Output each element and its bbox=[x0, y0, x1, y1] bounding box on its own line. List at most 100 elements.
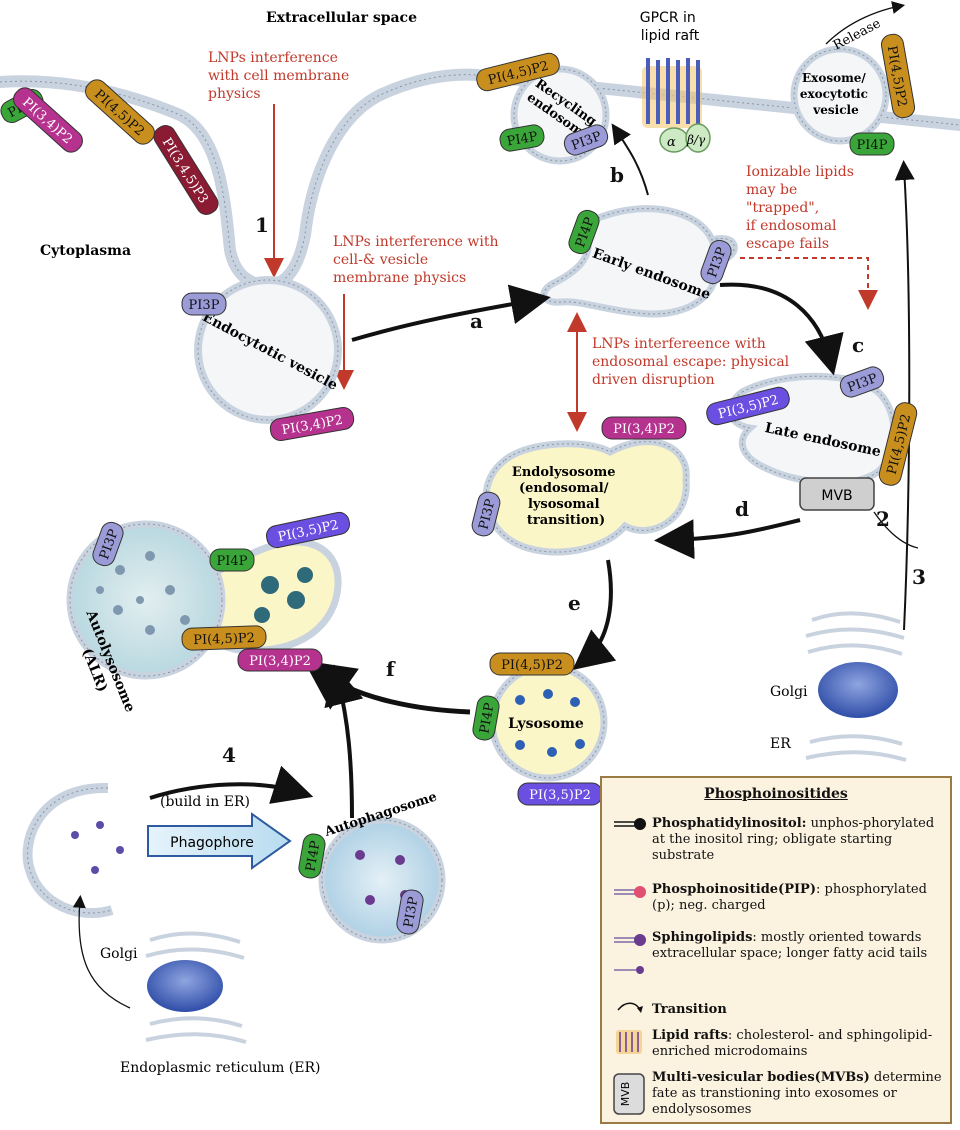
golgi-left-label: Golgi bbox=[100, 946, 138, 962]
pi34p2-tag-endolysosome: PI(3,4)P2 bbox=[601, 416, 687, 440]
svg-text:Ionizable lipids: Ionizable lipids bbox=[746, 164, 854, 180]
pi4p-tag-autophagosome-label: PI4P bbox=[303, 839, 323, 872]
svg-text:LNPs interference: LNPs interference bbox=[208, 50, 338, 66]
arrow-e bbox=[572, 559, 617, 671]
step-d: d bbox=[735, 497, 749, 521]
pi45p2-tag-autolysosome: PI(4,5)P2 bbox=[181, 625, 267, 651]
arrow-ionizable-trapped bbox=[740, 257, 878, 310]
pi3p-tag-endocytotic: PI3P bbox=[181, 292, 227, 316]
step-2: 2 bbox=[876, 507, 890, 531]
pi4p-tag-exosome: PI4P bbox=[849, 132, 895, 156]
release-arrow bbox=[825, 1, 906, 45]
legend-entry-transition: Transition bbox=[652, 1002, 727, 1017]
svg-text:endosomal escape: physical: endosomal escape: physical bbox=[592, 354, 790, 370]
svg-text:escape fails: escape fails bbox=[746, 236, 829, 252]
arrow-2-loop bbox=[873, 511, 919, 549]
pi4p-tag-autophagosome: PI4P bbox=[298, 833, 326, 879]
svg-text:physics: physics bbox=[208, 86, 261, 102]
gpcr-receptor: GPCR in lipid raft α β/γ bbox=[640, 10, 711, 153]
mvb-label: MVB bbox=[821, 488, 852, 504]
pi4p-tag-autolysosome-label: PI4P bbox=[217, 554, 248, 569]
golgi-right bbox=[805, 611, 907, 762]
er-right-label: ER bbox=[770, 736, 791, 752]
step-3: 3 bbox=[912, 565, 926, 589]
svg-text:with cell membrane: with cell membrane bbox=[208, 68, 349, 84]
phagophore-cargo bbox=[71, 821, 124, 874]
step-4: 4 bbox=[222, 743, 236, 767]
arrow-a bbox=[351, 284, 551, 342]
legend-entry-pip: Phosphoinositide(PIP): phosphorylated (p… bbox=[652, 882, 927, 913]
pi34p2-tag-autolysosome: PI(3,4)P2 bbox=[237, 648, 323, 672]
legend-entry-lipid-rafts: Lipid rafts: cholesterol- and sphingolip… bbox=[652, 1028, 933, 1059]
pi4p-tag-exosome-label: PI4P bbox=[857, 138, 888, 153]
svg-text:driven disruption: driven disruption bbox=[592, 372, 715, 388]
lipid-tags: PI4PPI(3,4)P2PI(4,5)P2PI(3,4,5)P3PI3PPI(… bbox=[0, 33, 918, 935]
phagophore-arrow: Phagophore bbox=[147, 812, 292, 870]
legend-box: Phosphoinositides MVB Phosphatidylinosit bbox=[600, 776, 952, 1124]
annotation-ionizable: Ionizable lipids may be "trapped", if en… bbox=[746, 164, 854, 252]
annotation-lnp-membrane: LNPs interference with cell membrane phy… bbox=[208, 50, 349, 102]
step-c: c bbox=[852, 333, 864, 357]
annotation-lnp-escape: LNPs interfereence with endosomal escape… bbox=[592, 336, 790, 388]
pi45p2-tag-lysosome: PI(4,5)P2 bbox=[489, 652, 575, 676]
pip-icon bbox=[614, 886, 646, 898]
pi45p2-tag-lysosome-label: PI(4,5)P2 bbox=[501, 658, 563, 673]
step-b: b bbox=[610, 163, 624, 187]
arrow-autophago-up bbox=[324, 664, 364, 819]
svg-text:"trapped",: "trapped", bbox=[746, 200, 819, 216]
step-1: 1 bbox=[255, 213, 269, 237]
autophagosome: Autophagosome bbox=[318, 789, 446, 944]
gpcr-label: GPCR in lipid raft bbox=[640, 10, 700, 44]
step-a: a bbox=[470, 309, 483, 333]
pi3p-tag-endolysosome: PI3P bbox=[471, 491, 501, 537]
cytoplasma-label: Cytoplasma bbox=[40, 243, 131, 259]
legend-entry-mvb: Multi-vesicular bodies(MVBs) determine f… bbox=[652, 1070, 942, 1117]
golgi-right-label: Golgi bbox=[770, 684, 808, 700]
lysosome: Lysosome bbox=[488, 662, 608, 782]
alr-cargo bbox=[96, 551, 190, 635]
pi4p-tag-autolysosome: PI4P bbox=[209, 548, 255, 572]
svg-text:may be: may be bbox=[746, 182, 797, 198]
arrow-4 bbox=[149, 765, 314, 804]
pi345p3-tag-membrane: PI(3,4,5)P3 bbox=[153, 125, 219, 215]
pi3p-tag-endocytotic-label: PI3P bbox=[189, 298, 220, 313]
lysosome-enzymes bbox=[515, 689, 585, 757]
pi3p-tag-autophagosome-label: PI3P bbox=[401, 895, 421, 928]
pi34p2-tag-membrane: PI(3,4)P2 bbox=[13, 87, 83, 153]
pi35p2-tag-autolysosome: PI(3,5)P2 bbox=[265, 511, 351, 549]
phagophore-membrane bbox=[22, 782, 124, 919]
alr-enzymes bbox=[254, 567, 313, 623]
svg-text:LNPs interference with: LNPs interference with bbox=[333, 234, 498, 250]
pi3p-tag-autophagosome: PI3P bbox=[396, 889, 424, 935]
lysosome-label: Lysosome bbox=[508, 716, 584, 732]
pi3p-tag-endolysosome-label: PI3P bbox=[476, 497, 498, 531]
gpcr-alpha-label: α bbox=[667, 135, 676, 150]
phagophore-label: Phagophore bbox=[170, 835, 254, 851]
pi4p-tag-recycling: PI4P bbox=[499, 124, 545, 152]
arrow-golgi-up bbox=[72, 894, 131, 1009]
pi45p2-tag-membrane: PI(4,5)P2 bbox=[85, 79, 155, 145]
pi34p2-tag-endolysosome-label: PI(3,4)P2 bbox=[613, 422, 675, 437]
golgi-left bbox=[145, 931, 247, 1044]
svg-text:membrane physics: membrane physics bbox=[333, 270, 466, 286]
pi4p-tag-recycling-label: PI4P bbox=[506, 129, 539, 149]
annotation-lnp-vesicle: LNPs interference with cell-& vesicle me… bbox=[333, 234, 498, 286]
late-endosome: Late endosome bbox=[727, 372, 898, 487]
svg-text:cell-& vesicle: cell-& vesicle bbox=[333, 252, 428, 268]
transition-icon bbox=[617, 1002, 643, 1013]
arrow-b bbox=[611, 123, 649, 196]
legend-icons: MVB bbox=[613, 818, 646, 1115]
step-labels: 1 2 3 4 a b c d e f bbox=[222, 163, 926, 767]
build-in-er-label: (build in ER) bbox=[160, 794, 250, 810]
arrow-c bbox=[719, 282, 844, 376]
legend-entry-phosphatidylinositol: Phosphatidylinositol: unphos-phorylated … bbox=[652, 816, 935, 863]
endolysosome-label: Endolysosome (endosomal/ lysosomal trans… bbox=[512, 465, 620, 528]
gpcr-beta-gamma-label: β/γ bbox=[686, 133, 706, 147]
mvb-box: MVB bbox=[799, 477, 875, 511]
arrow-d bbox=[654, 518, 801, 560]
step-e: e bbox=[568, 591, 581, 615]
pi34p2-tag-autolysosome-label: PI(3,4)P2 bbox=[249, 654, 311, 669]
exosome-vesicle: Exosome/ exocytotic vesicle bbox=[790, 45, 890, 145]
er-full-label: Endoplasmic reticulum (ER) bbox=[120, 1060, 320, 1076]
